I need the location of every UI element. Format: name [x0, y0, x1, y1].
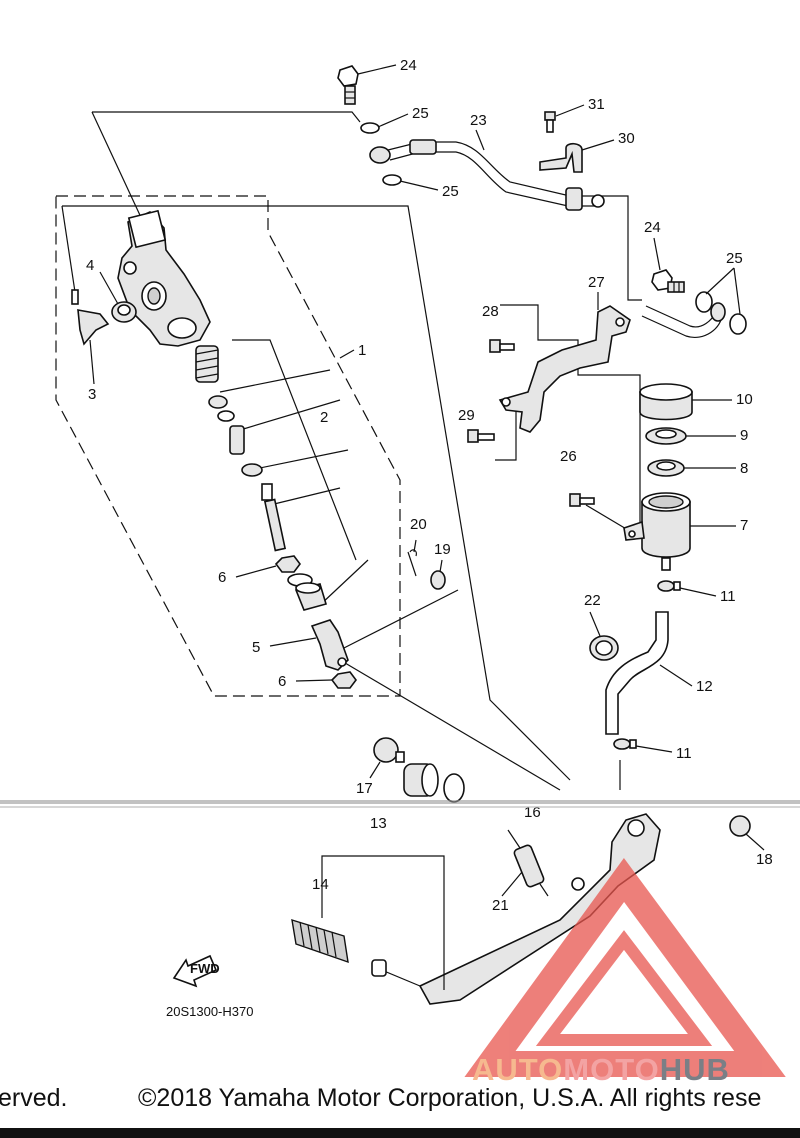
- cotter-pin-20: [407, 549, 417, 577]
- reservoir-hose-12: [605, 611, 669, 735]
- brand-part-moto: MOTO: [563, 1052, 660, 1087]
- label-6-lower: 6: [278, 673, 286, 690]
- label-6-upper: 6: [218, 569, 226, 586]
- label-3: 3: [88, 386, 96, 403]
- scan-band-2: [0, 806, 800, 808]
- bleed-cap-4: [111, 301, 137, 323]
- collar-16: [403, 763, 439, 797]
- pedal-rubber-14: [291, 918, 349, 964]
- forward-arrow-icon: FWD: [172, 954, 220, 988]
- leader-lines: [61, 111, 642, 791]
- label-13: 13: [370, 815, 387, 832]
- label-18: 18: [756, 851, 773, 868]
- label-16: 16: [524, 804, 541, 821]
- copper-washer-25-upper: [360, 122, 380, 134]
- label-25-upper: 25: [412, 105, 429, 122]
- bleed-screw-3: [71, 289, 110, 346]
- label-12: 12: [696, 678, 713, 695]
- label-28: 28: [482, 303, 499, 320]
- diaphragm-9: [645, 427, 687, 445]
- bottom-bar: [0, 1128, 800, 1138]
- brand-part-hub: HUB: [659, 1052, 730, 1087]
- cap-18: [729, 815, 751, 837]
- hose-clip-11-lower: [613, 738, 637, 750]
- dust-boot: [294, 582, 328, 611]
- label-20: 20: [410, 516, 427, 533]
- reservoir-cap-10: [639, 383, 693, 421]
- hose-clamp-30: [539, 142, 583, 173]
- nut-6-lower: [330, 671, 357, 689]
- clevis-5: [310, 619, 349, 671]
- group-bracket-13: [321, 855, 445, 990]
- label-26: 26: [560, 448, 577, 465]
- label-31: 31: [588, 96, 605, 113]
- label-25-right: 25: [726, 250, 743, 267]
- bolt-17: [373, 737, 405, 763]
- copper-washer-25-lower: [382, 174, 402, 186]
- master-cylinder-body: [117, 209, 211, 347]
- label-11-upper: 11: [720, 588, 736, 605]
- copyright-left-fragment: erved.: [0, 1084, 68, 1112]
- label-5: 5: [252, 639, 260, 656]
- return-spring-21: [507, 829, 549, 897]
- banjo-bolt-24-lower: [651, 269, 685, 293]
- hose-fitting: [641, 302, 726, 338]
- brake-hose-23: [369, 139, 605, 211]
- bolt-29: [467, 429, 495, 443]
- bolt-26: [569, 493, 595, 507]
- label-24-top: 24: [400, 57, 417, 74]
- bolt-28: [489, 339, 515, 353]
- spring: [195, 345, 219, 383]
- washer-25-b: [729, 313, 747, 335]
- label-10: 10: [736, 391, 753, 408]
- label-23: 23: [470, 112, 487, 129]
- label-14: 14: [312, 876, 329, 893]
- label-8: 8: [740, 460, 748, 477]
- label-7: 7: [740, 517, 748, 534]
- label-2: 2: [320, 409, 328, 426]
- fwd-label: FWD: [190, 961, 220, 976]
- assembly-group-outline: [55, 195, 401, 697]
- clamp-22: [589, 635, 619, 661]
- secondary-cup: [241, 463, 263, 477]
- part-labels: 24 25 25 23 31 30 24 25 27 28 1 10 2 29 …: [86, 57, 773, 914]
- watermark-brand: AUTOMOTOHUB: [472, 1052, 800, 1092]
- brand-part-auto: AUTO: [472, 1052, 564, 1087]
- label-9: 9: [740, 427, 748, 444]
- piston: [229, 425, 245, 455]
- label-21: 21: [492, 897, 509, 914]
- reservoir-tank-7: [623, 492, 691, 571]
- label-4: 4: [86, 257, 94, 274]
- scan-band: [0, 800, 800, 804]
- label-24-lower: 24: [644, 219, 661, 236]
- label-30: 30: [618, 130, 635, 147]
- label-19: 19: [434, 541, 451, 558]
- label-22: 22: [584, 592, 601, 609]
- label-25-lower: 25: [442, 183, 459, 200]
- push-rod: [261, 483, 287, 552]
- cup-seal: [208, 395, 228, 409]
- label-1: 1: [358, 342, 366, 359]
- washer-seal: [217, 410, 235, 422]
- watermark-logo: [464, 858, 786, 1077]
- washer-19: [430, 570, 446, 590]
- washer-25-a: [695, 291, 713, 313]
- banjo-bolt-24-top: [337, 65, 359, 105]
- label-29: 29: [458, 407, 475, 424]
- bracket-27: [498, 305, 631, 433]
- copyright-text: ©2018 Yamaha Motor Corporation, U.S.A. A…: [138, 1084, 762, 1112]
- copyright-footer: erved. ©2018 Yamaha Motor Corporation, U…: [0, 1084, 800, 1122]
- label-17: 17: [356, 780, 373, 797]
- o-ring-16: [443, 773, 465, 803]
- drawing-code: 20S1300-H370: [166, 1004, 253, 1019]
- bolt-31: [544, 111, 556, 133]
- hose-clip-11-upper: [657, 580, 681, 592]
- plate-8: [647, 459, 685, 477]
- label-27: 27: [588, 274, 605, 291]
- label-11-lower: 11: [676, 745, 692, 762]
- label-leaders: [89, 64, 765, 897]
- nut-6-upper: [274, 555, 301, 573]
